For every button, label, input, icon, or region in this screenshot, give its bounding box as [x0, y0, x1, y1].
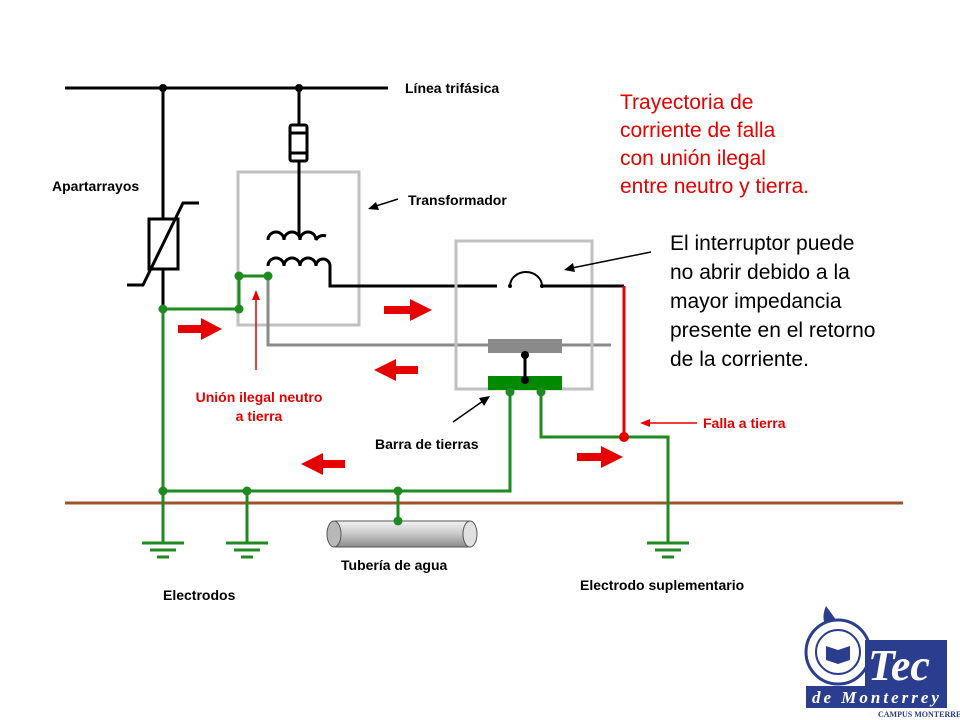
junction-dot: [521, 376, 529, 384]
note-trayectoria-line: Trayectoria de: [620, 91, 753, 114]
current-arrow-right: [384, 299, 432, 321]
note-interruptor-line: presente en el retorno: [670, 319, 875, 342]
note-interruptor-line: mayor impedancia: [670, 290, 842, 313]
logo-sub: de Monterrey: [812, 688, 942, 707]
ground-junctions: [158, 271, 546, 496]
note-interruptor-line: de la corriente.: [670, 348, 809, 371]
neutral-wire: [266, 276, 488, 347]
logo-campus: CAMPUS MONTERREY: [878, 710, 960, 719]
label-apartarrayos: Apartarrayos: [52, 178, 139, 194]
transformer-secondary-coil: [266, 256, 332, 267]
current-arrow-left: [374, 359, 418, 381]
note-trayectoria-line: entre neutro y tierra.: [620, 175, 809, 198]
label-tuberia-agua: Tubería de agua: [341, 557, 448, 573]
logo-name: Tec: [868, 641, 930, 690]
ground-symbol: [142, 541, 184, 559]
note-interruptor-line: no abrir debido a la: [670, 261, 850, 284]
junction-dot: [393, 516, 403, 526]
label-union-ilegal-2: a tierra: [236, 408, 283, 424]
label-transformador: Transformador: [408, 192, 507, 208]
fuse: [288, 123, 309, 163]
current-arrow-left: [301, 453, 345, 475]
note-interruptor-line: El interruptor puede: [670, 232, 854, 255]
pointer-head: [564, 263, 575, 272]
surge-arrester-curve: [127, 201, 199, 287]
ground-bar-pointer: [452, 400, 484, 423]
ground-symbol: [226, 541, 268, 559]
tec-logo: Tec de Monterrey CAMPUS MONTERREY: [804, 606, 960, 719]
label-linea-trifasica: Línea trifásica: [405, 80, 499, 96]
junction-dot: [521, 351, 529, 359]
breaker-pointer: [571, 251, 652, 269]
label-union-ilegal-1: Unión ilegal neutro: [196, 389, 323, 405]
note-trayectoria-line: corriente de falla: [620, 119, 776, 142]
pointer-head: [479, 396, 490, 406]
ground-symbol: [647, 541, 689, 559]
label-falla-tierra: Falla a tierra: [703, 415, 786, 431]
current-arrow-right: [577, 446, 623, 468]
label-electrodos: Electrodos: [163, 587, 236, 603]
logo-seal-inner: [815, 629, 861, 675]
breaker-contact: [509, 271, 543, 287]
pointer-head: [252, 290, 260, 300]
logo-sub-banner: [806, 686, 947, 708]
note-trayectoria-line: con unión ilegal: [620, 147, 766, 170]
logo-seal-book: [826, 646, 850, 664]
label-barra-tierras: Barra de tierras: [375, 436, 479, 452]
fault-point: [619, 432, 629, 442]
pointer-head: [368, 202, 379, 210]
transformer-primary-coil: [266, 230, 327, 241]
transformer-pointer: [375, 198, 399, 207]
breaker-terminal: [508, 284, 512, 288]
secondary-phase-wire: [328, 266, 497, 288]
logo-name-banner: [865, 640, 947, 688]
pointer-head: [640, 419, 650, 427]
label-electrodo-suplementario: Electrodo suplementario: [580, 577, 744, 593]
neutral-bar: [488, 339, 562, 353]
current-arrow-right: [178, 318, 222, 340]
water-pipe: [326, 520, 478, 548]
ground-conductors: [161, 274, 670, 543]
